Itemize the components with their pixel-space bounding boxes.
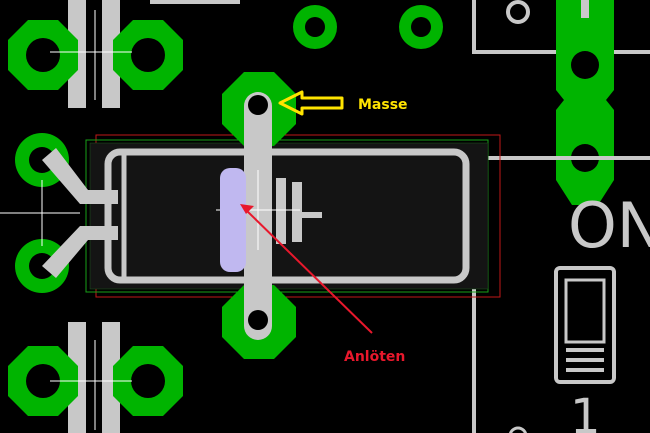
pin-number-label: 1: [570, 389, 601, 433]
switch-line: [566, 358, 604, 362]
silk-mark: [581, 0, 589, 18]
capacitor-outline: [104, 148, 470, 284]
silk-line: [102, 0, 120, 108]
solder-annotation: Anlöten: [240, 204, 405, 365]
capacitor-terminal: [302, 212, 322, 218]
pad-hole: [26, 364, 60, 398]
pad-group-bottom-left: [8, 322, 183, 433]
pad-hole: [248, 95, 268, 115]
arrow-left-icon: [278, 90, 344, 116]
switch-line: [566, 348, 604, 352]
pad-hole: [411, 17, 431, 37]
pad-hole: [26, 38, 60, 72]
highlighted-solder-pad[interactable]: [220, 168, 246, 272]
silk-circle: [506, 0, 530, 24]
on-label: ON: [568, 189, 650, 262]
pad-hole: [131, 364, 165, 398]
pad-hole: [248, 310, 268, 330]
capacitor-symbol-icon: [276, 178, 286, 244]
capacitor-leg: [42, 226, 118, 278]
slide-switch-outline-icon: [554, 266, 616, 384]
arrow-line: [245, 209, 373, 334]
ground-annotation: Masse: [278, 90, 408, 116]
pad-group-top-left: [8, 0, 183, 108]
pad-hole: [305, 17, 325, 37]
elongated-pad[interactable]: [556, 0, 614, 205]
ground-label: Masse: [358, 97, 408, 113]
solder-label: Anlöten: [344, 349, 405, 365]
silk-line: [102, 322, 120, 433]
capacitor-footprint: [42, 148, 470, 284]
ground-wire-jumper: [216, 72, 300, 359]
pad-hole: [571, 51, 599, 79]
component-body-fill: [89, 142, 489, 290]
switch-line: [566, 368, 604, 372]
switch-knob: [564, 278, 606, 344]
silk-circle: [508, 426, 528, 433]
round-pads-top: [150, 0, 443, 49]
pad-hole: [131, 38, 165, 72]
right-component-top: [472, 0, 650, 205]
capacitor-leg: [42, 148, 118, 204]
silk-line: [150, 0, 240, 4]
arrow-up-left-icon: [240, 204, 254, 214]
capacitor-plate: [292, 182, 302, 242]
